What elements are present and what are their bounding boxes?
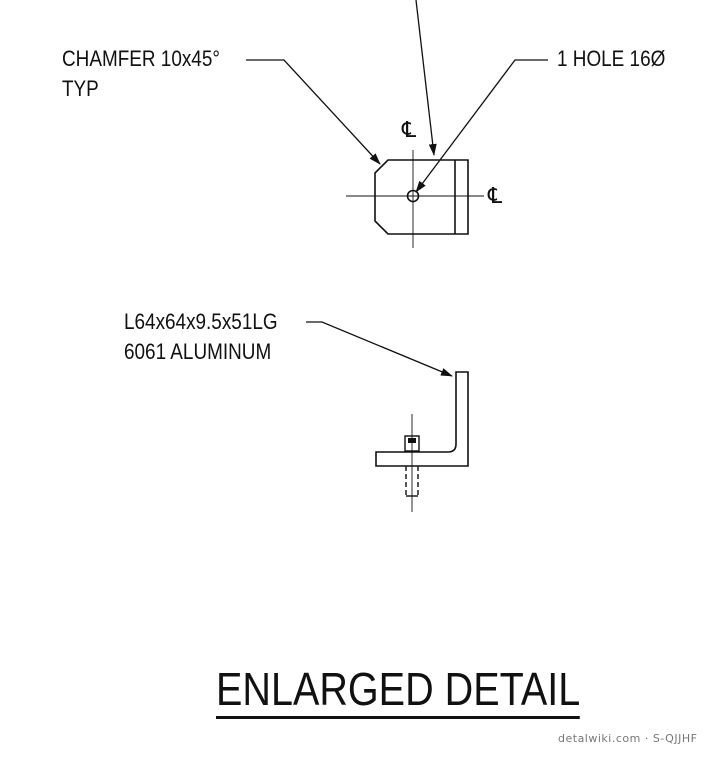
hole-leader <box>415 59 548 193</box>
plate-outline <box>374 159 469 235</box>
chamfer-label-line2: TYP <box>62 76 99 101</box>
plan-centerlines <box>346 150 484 248</box>
angle-section-view <box>375 371 469 467</box>
plate-plan-view <box>374 159 469 235</box>
angle-profile <box>375 371 469 467</box>
centerline-symbol-horizontal: ℄ <box>488 184 503 209</box>
angle-leader <box>306 321 453 377</box>
centerline-symbol-vertical: ℄ <box>402 118 417 143</box>
chamfer-leader <box>246 59 381 165</box>
top-leader <box>415 0 437 156</box>
angle-label-line2: 6061 ALUMINUM <box>124 339 272 364</box>
chamfer-label-line1: CHAMFER 10x45° <box>62 46 220 71</box>
source-credit: detalwiki.com · S-QJJHF <box>558 732 698 745</box>
plan-leaders <box>246 0 548 193</box>
angle-label-line1: L64x64x9.5x51LG <box>124 309 278 334</box>
hole-label: 1 HOLE 16Ø <box>557 46 666 71</box>
drawing-title: ENLARGED DETAIL <box>216 664 581 719</box>
